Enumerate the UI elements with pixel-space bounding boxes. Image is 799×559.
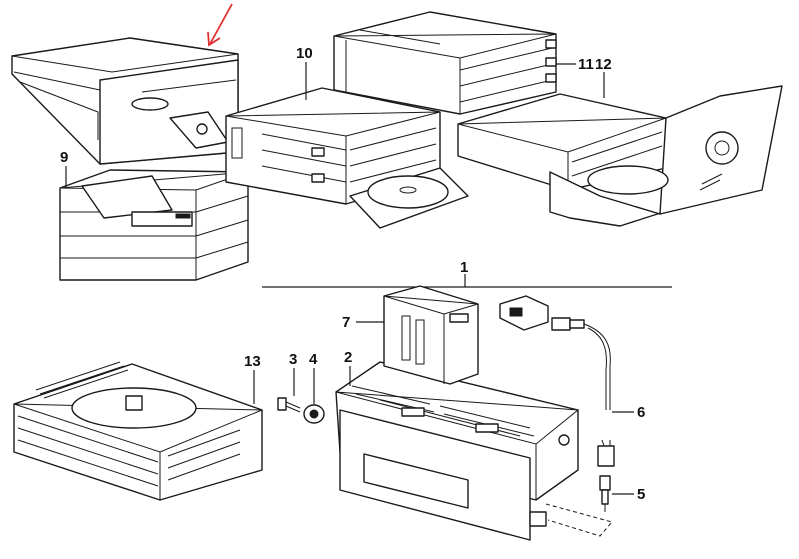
part-13-changer-housing: [13, 361, 263, 501]
callout-7: 7: [342, 314, 350, 331]
part-2-changer-unit: [335, 361, 580, 541]
callout-10: 10: [296, 45, 313, 62]
callout-4: 4: [309, 351, 318, 368]
callout-9: 9: [60, 149, 68, 166]
assembly-dashed-line: [545, 503, 613, 537]
part-4-grommet: [303, 404, 325, 424]
callout-3: 3: [289, 351, 297, 368]
callout-2: 2: [344, 349, 352, 366]
callout-1: 1: [460, 259, 468, 276]
part-7-magazine: [383, 285, 479, 385]
part-3-screw: [277, 397, 301, 413]
callout-11: 11: [578, 56, 594, 73]
callout-13: 13: [244, 353, 261, 370]
part-9-magazine-stack: [59, 169, 249, 281]
annotation-arrow: [207, 3, 233, 47]
cardboard-sleeve-top-left: [11, 37, 239, 165]
part-11-magazine-slots: [333, 11, 557, 115]
callout-5: 5: [637, 486, 645, 503]
callout-6: 6: [637, 404, 645, 421]
leader-lines: [65, 62, 634, 495]
part-12-sleeve-with-cd-magazine: [457, 85, 783, 227]
part-10-cd-magazine: [225, 87, 469, 229]
callout-12: 12: [595, 56, 612, 73]
part-5-plug: [599, 475, 611, 512]
part-6-cable-connector: [499, 295, 615, 467]
